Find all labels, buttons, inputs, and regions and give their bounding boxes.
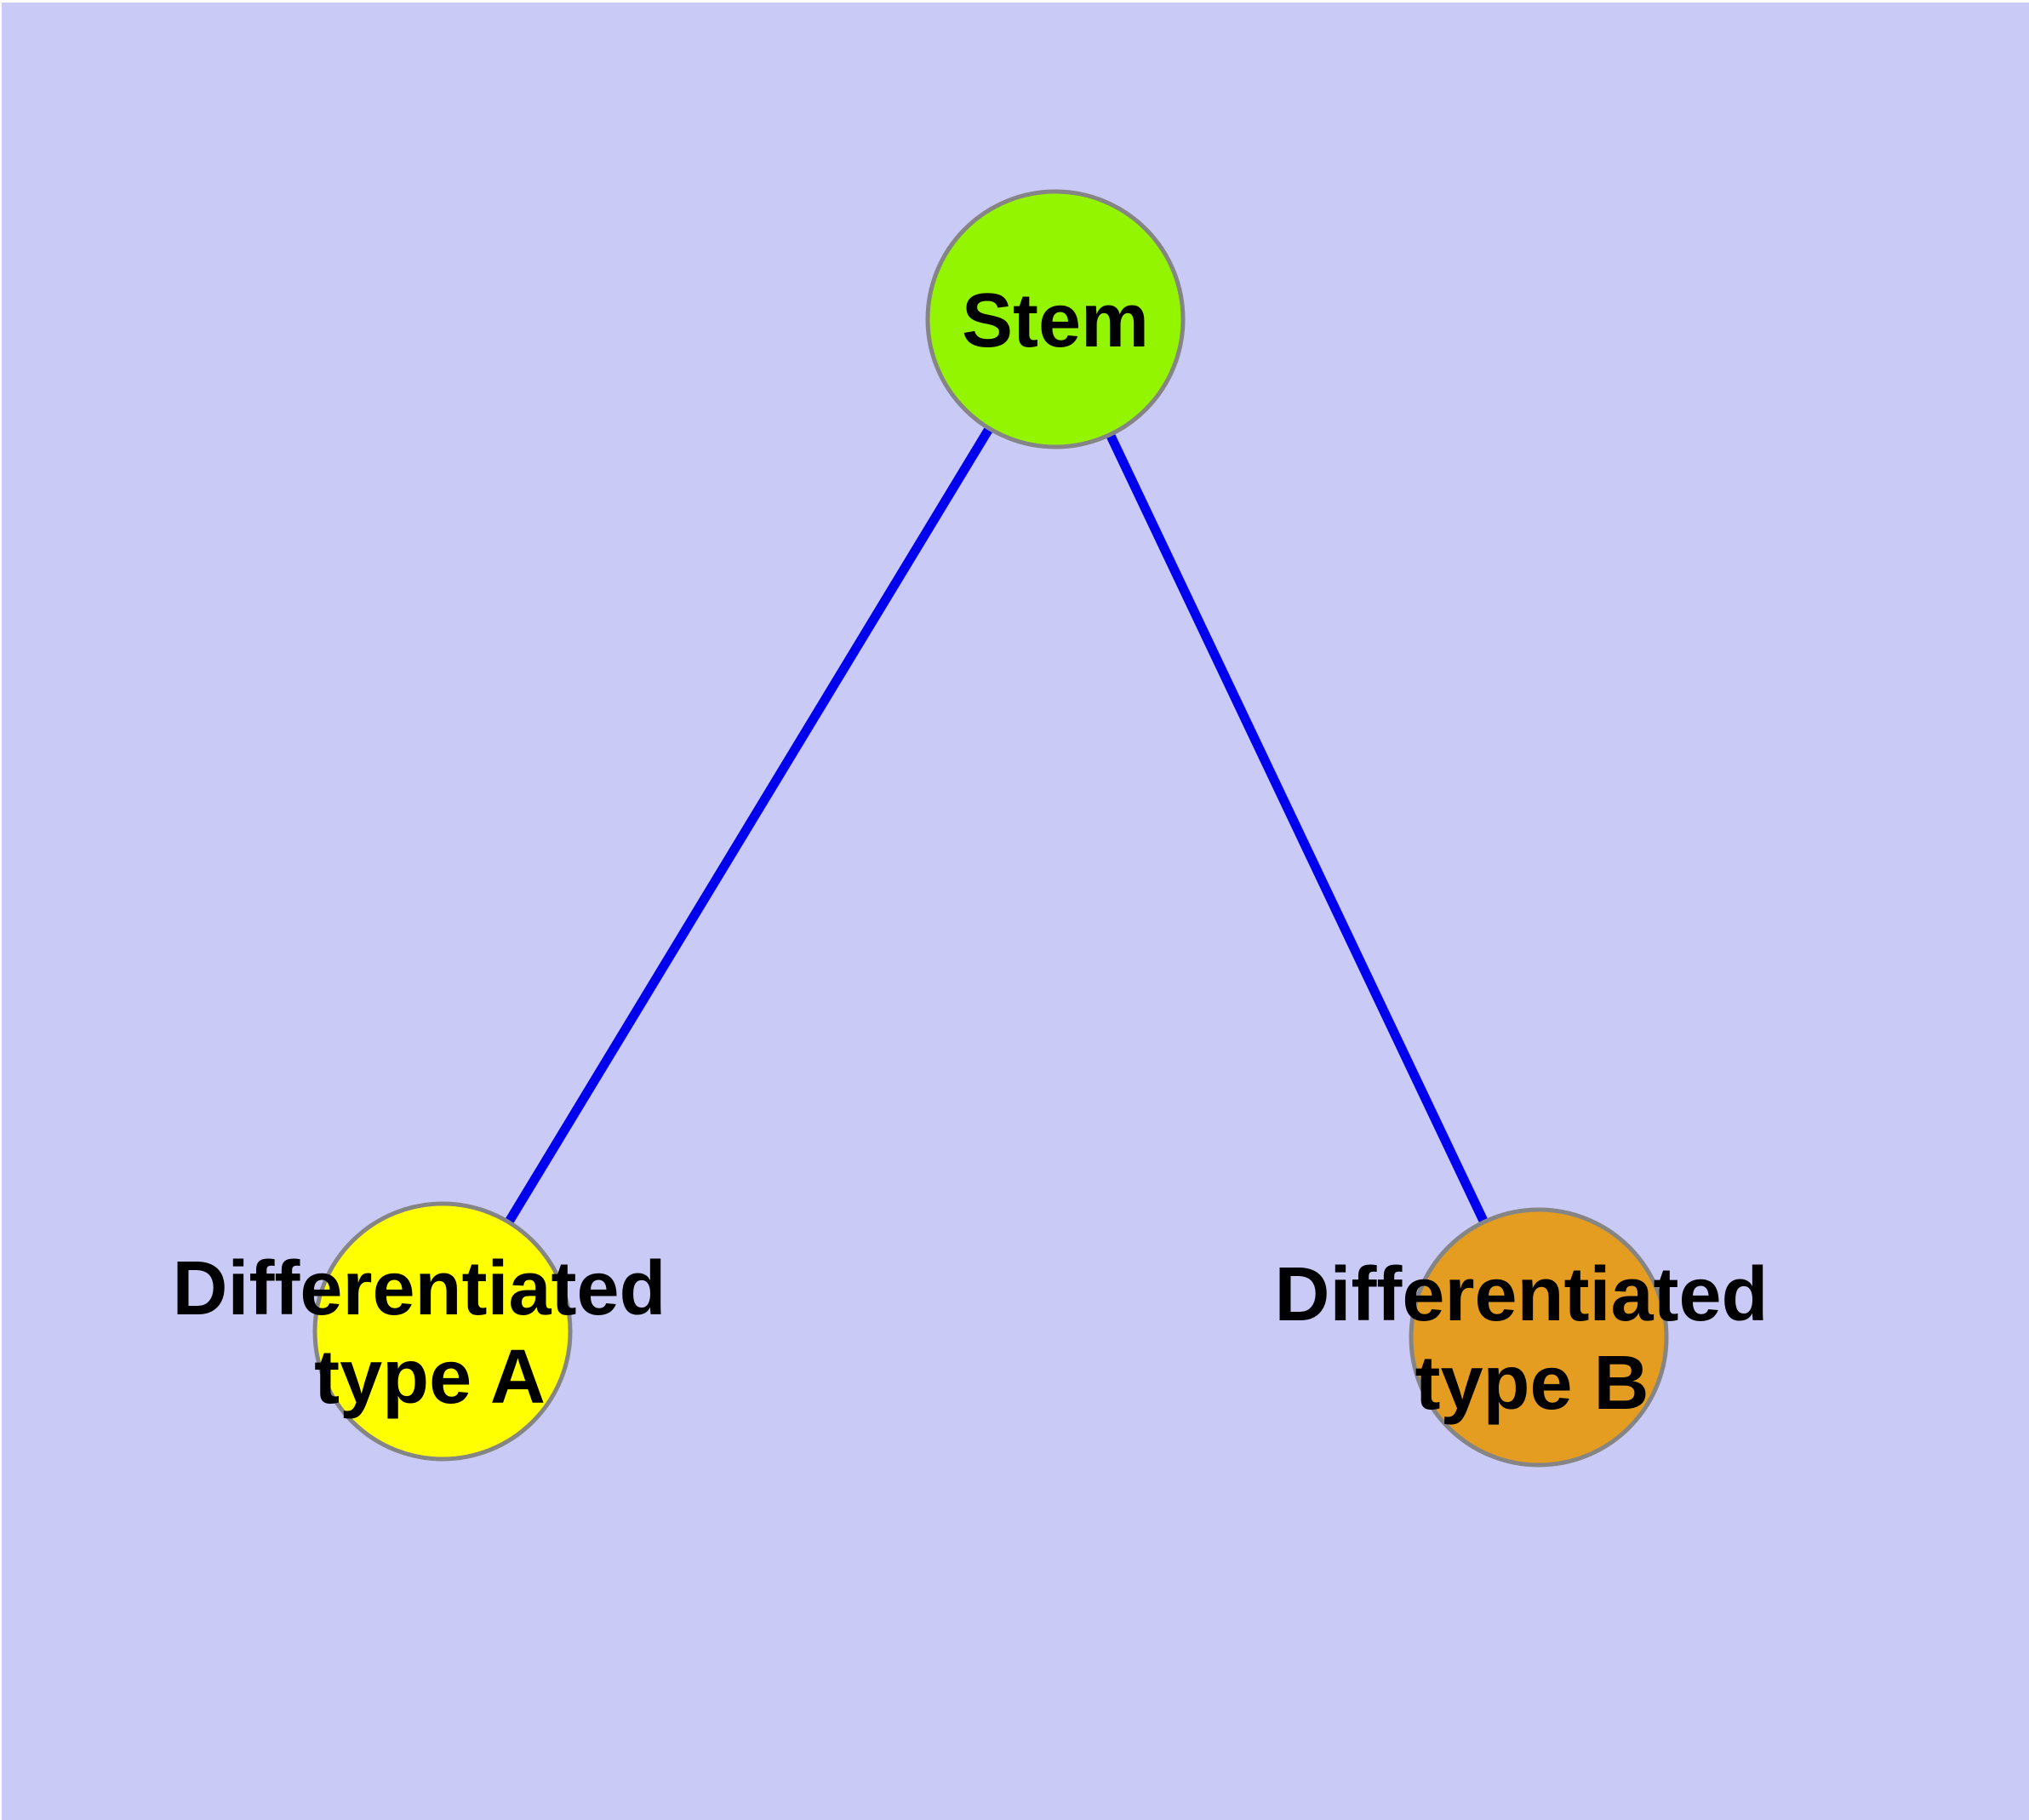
node-label-type-b-line2: type B: [1415, 1341, 1649, 1426]
node-stem: [925, 189, 1186, 449]
node-differentiated-type-a: [312, 1201, 573, 1462]
edge-stem-to-type-a: [438, 317, 1060, 1334]
node-label-stem-line1: Stem: [962, 278, 1149, 363]
node-label-type-b-line1: Differentiated: [1274, 1252, 1768, 1337]
node-label-type-a-line2: type A: [314, 1335, 546, 1420]
node-label-differentiated-type-b: Differentiated type B: [1274, 1252, 1789, 1426]
node-label-stem: Stem: [962, 278, 1149, 363]
edge-stem-to-type-b: [1051, 317, 1543, 1340]
node-label-type-a-line1: Differentiated: [172, 1246, 666, 1331]
node-label-differentiated-type-a: Differentiated type A: [172, 1246, 687, 1420]
node-differentiated-type-b: [1409, 1207, 1669, 1468]
